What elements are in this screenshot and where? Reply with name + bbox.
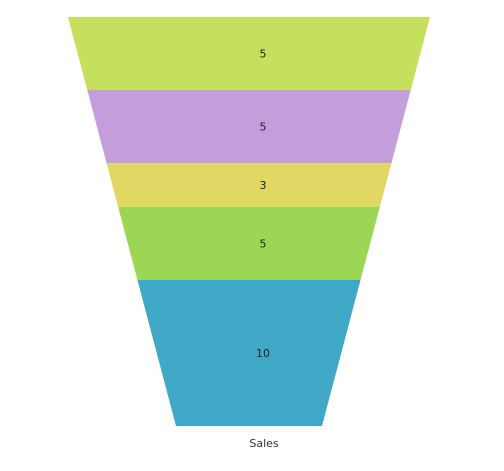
segment-value-label-1: 5 xyxy=(260,48,267,61)
segment-value-label-5: 10 xyxy=(256,347,270,360)
funnel-segment-2[interactable] xyxy=(87,90,411,164)
segment-value-label-3: 3 xyxy=(260,179,267,192)
funnel-segment-5[interactable] xyxy=(137,279,361,426)
funnel-segment-4[interactable] xyxy=(118,206,380,280)
funnel-value-labels: 5 5 3 5 10 xyxy=(256,48,270,360)
segment-value-label-2: 5 xyxy=(260,121,267,134)
segment-value-label-4: 5 xyxy=(260,237,267,250)
funnel-segment-3[interactable] xyxy=(106,163,392,207)
funnel-segments xyxy=(68,17,430,426)
category-label: Sales xyxy=(249,437,279,450)
funnel-segment-1[interactable] xyxy=(68,17,430,91)
